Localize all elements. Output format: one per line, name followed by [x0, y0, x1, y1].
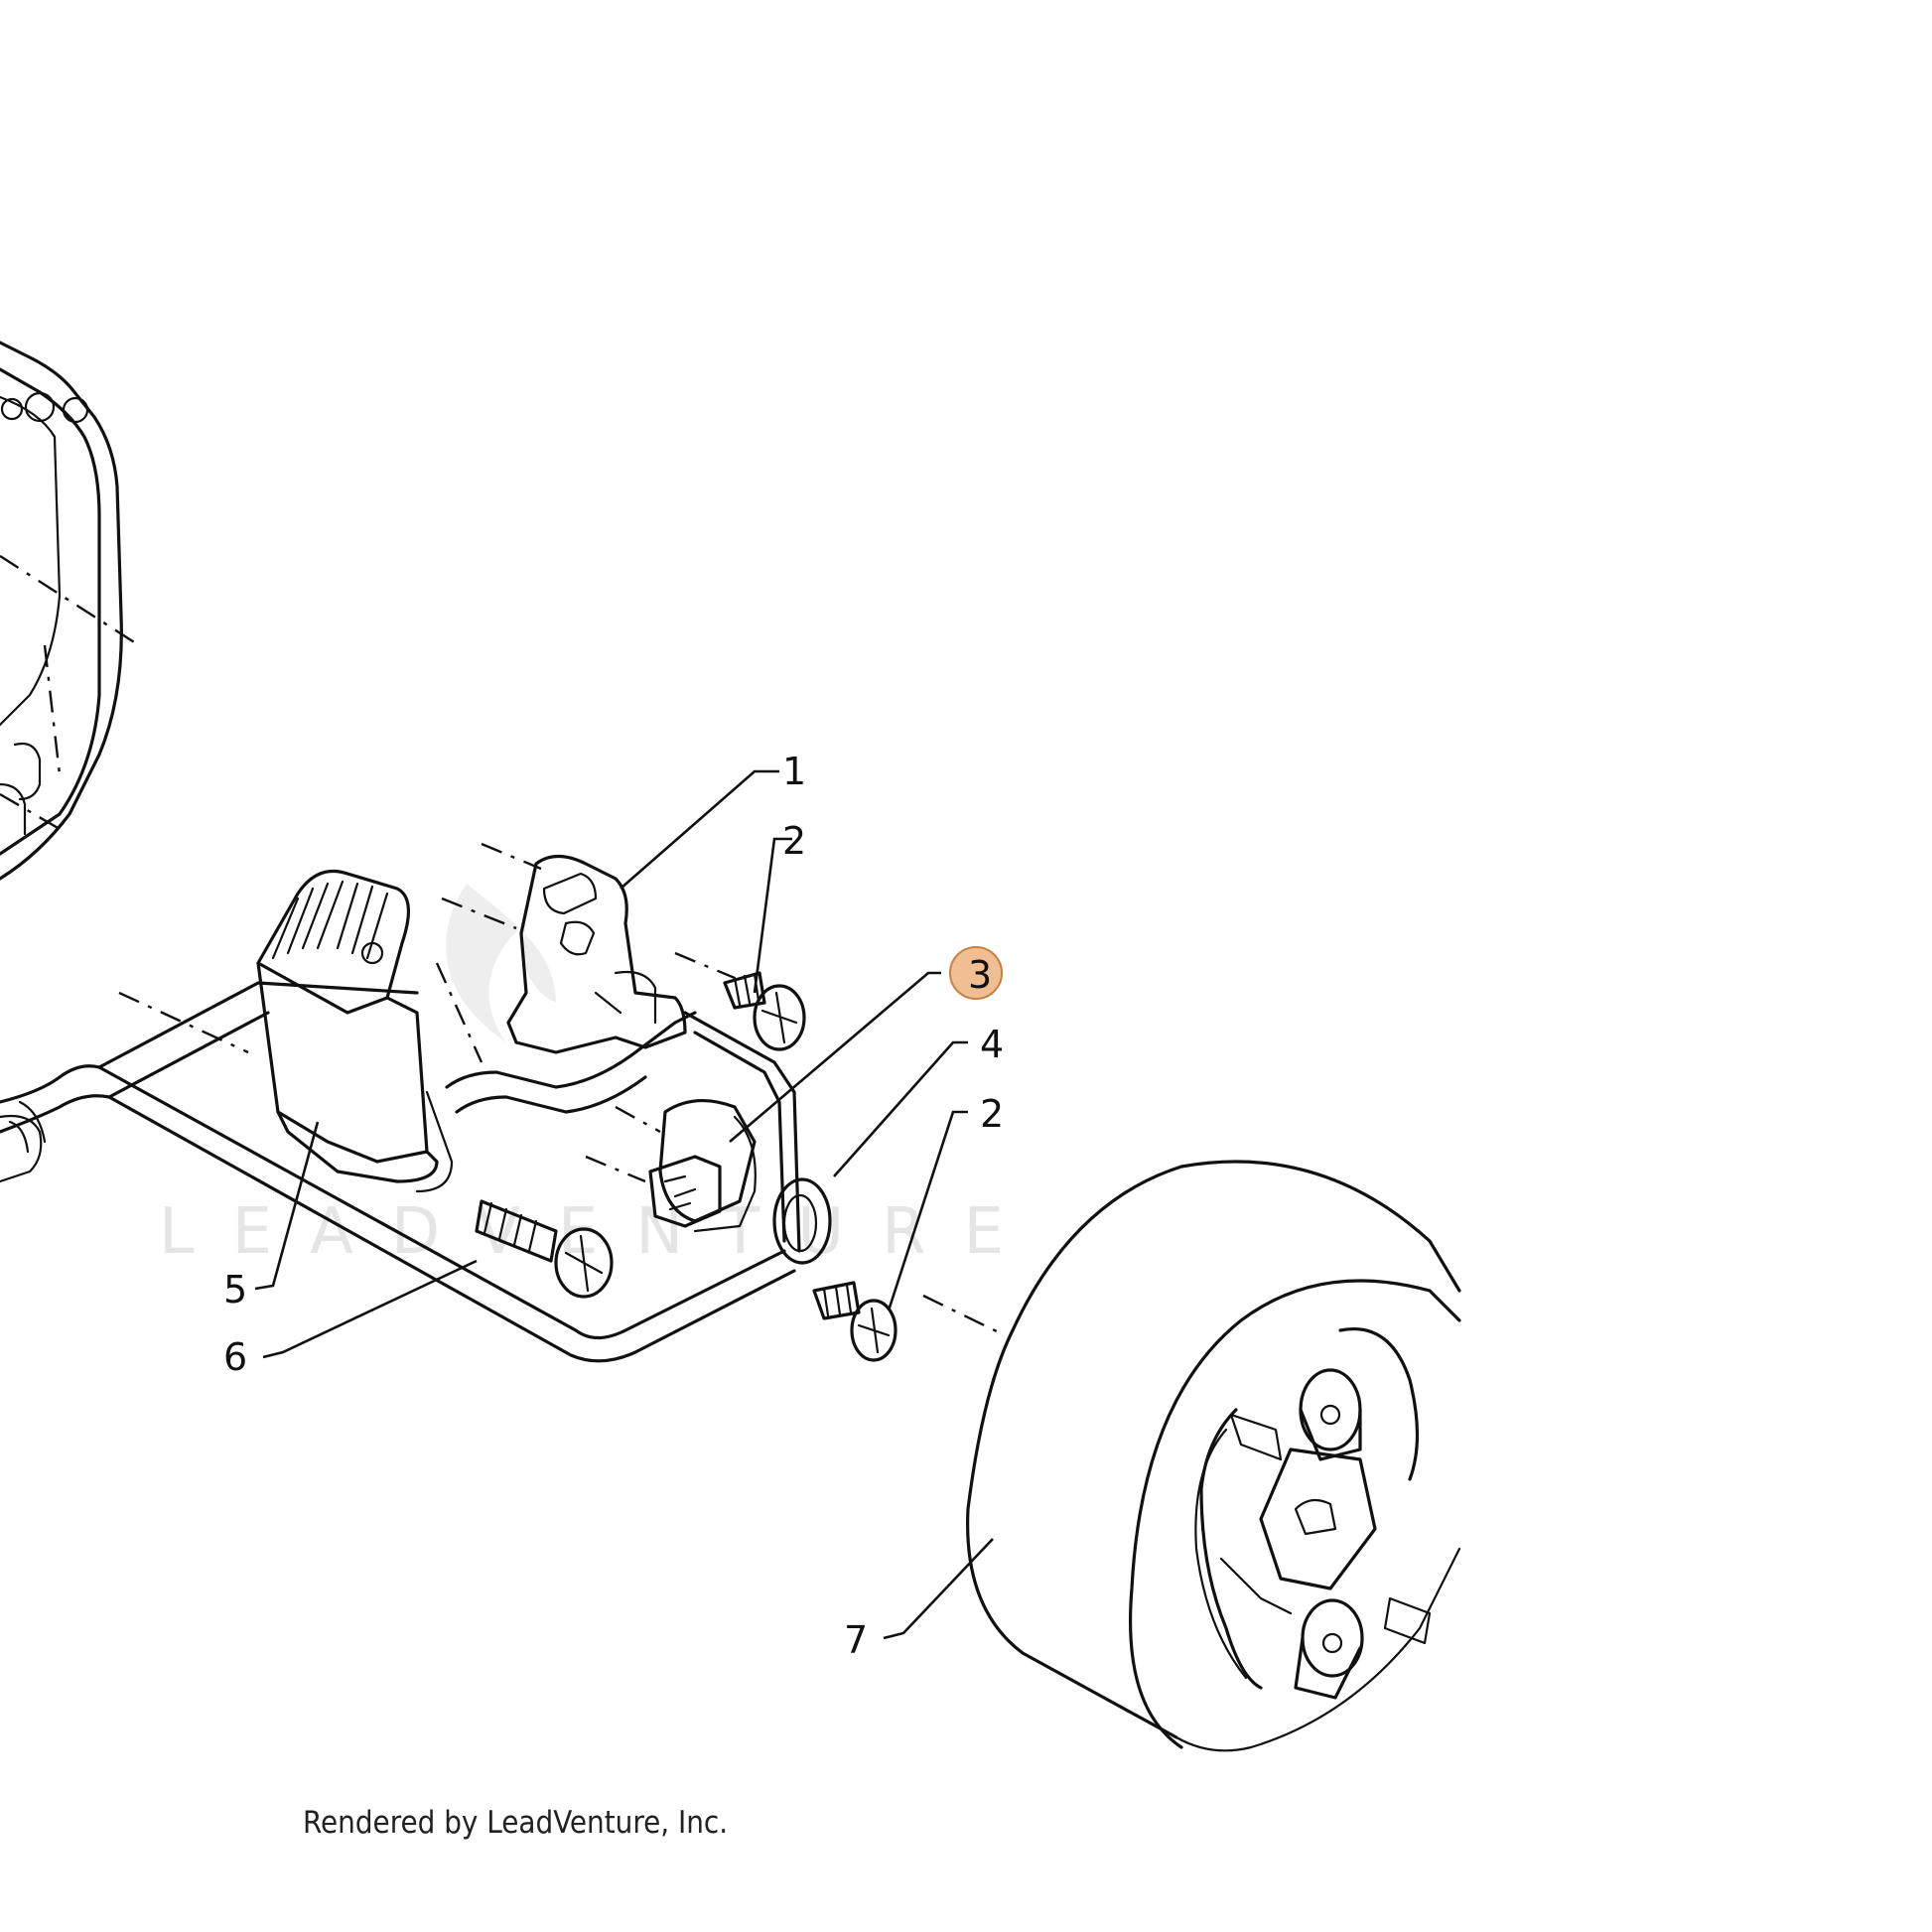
pulser-unit — [585, 1098, 757, 1233]
callout-7[interactable]: 7 — [844, 1618, 868, 1662]
callout-1[interactable]: 1 — [782, 750, 806, 793]
ignition-bracket — [441, 842, 736, 1054]
watermark: LEADVENTURE — [159, 884, 1041, 1269]
wire-harness — [0, 981, 801, 1363]
callout-4[interactable]: 4 — [980, 1023, 1004, 1066]
screw-lower — [812, 1281, 897, 1362]
flywheel — [922, 1160, 1461, 1752]
watermark-text: LEADVENTURE — [159, 1195, 1041, 1269]
callouts: 1 2 3 4 2 5 6 7 — [223, 750, 1004, 1662]
callout-5[interactable]: 5 — [223, 1268, 247, 1311]
callout-2-lower[interactable]: 2 — [980, 1092, 1004, 1136]
pulser-coil — [118, 869, 483, 1193]
render-credit: Rendered by LeadVenture, Inc. — [303, 1805, 729, 1841]
stator-housing — [0, 341, 140, 881]
highlight-marker-part-3[interactable] — [949, 946, 1003, 1000]
callout-2-upper[interactable]: 2 — [782, 819, 806, 863]
grommet — [772, 1177, 832, 1265]
callout-3[interactable]: 3 — [968, 953, 992, 997]
screw-upper — [723, 971, 806, 1051]
leader-lines — [254, 769, 994, 1640]
callout-6[interactable]: 6 — [223, 1335, 247, 1379]
long-screw — [475, 1199, 614, 1299]
